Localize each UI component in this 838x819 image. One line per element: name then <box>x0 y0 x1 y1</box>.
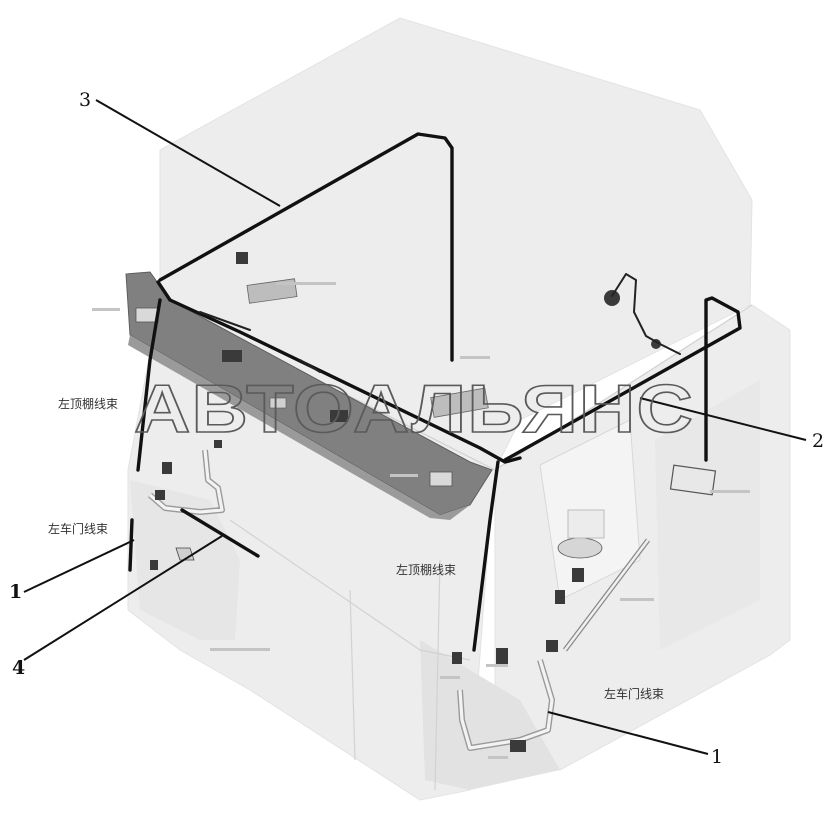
roof-harness-front <box>156 280 522 464</box>
visor-branch <box>199 311 321 373</box>
label-roof-harness-center: 左顶棚线束 <box>396 562 456 577</box>
visor-lamp-2 <box>222 350 242 362</box>
visor-lamp-3 <box>330 410 348 422</box>
faint-part-labels <box>92 282 750 759</box>
callout-4: 4 <box>12 657 25 679</box>
rear-sensor <box>604 290 620 306</box>
sensor-lead <box>611 273 681 355</box>
roof-module-center <box>430 387 489 418</box>
label-door-harness-left: 左车门线束 <box>48 521 108 536</box>
rear-harness <box>503 296 742 462</box>
marker-lamp <box>669 464 717 496</box>
leader-4 <box>23 535 223 661</box>
leader-1-right <box>547 711 709 755</box>
leader-1-left <box>23 539 135 593</box>
rear-sensor-plug <box>651 339 661 349</box>
visor-lamp-4 <box>429 471 453 487</box>
leader-3 <box>95 99 281 207</box>
harness-item-4 <box>180 508 260 558</box>
roof-components <box>135 252 717 496</box>
callout-1-left: 1 <box>9 581 22 603</box>
watermark-text: АВТОАЛЬЯНС <box>134 371 694 447</box>
visor-switch <box>269 397 287 409</box>
roof-lamp-connector <box>236 252 248 264</box>
leader-2 <box>639 397 807 441</box>
callout-2: 2 <box>812 430 824 452</box>
door-harness-left-bar <box>128 518 134 572</box>
callout-1-right: 1 <box>711 746 723 768</box>
label-door-harness-right: 左车门线束 <box>604 686 664 701</box>
callout-3: 3 <box>79 89 91 111</box>
cab-body <box>127 17 791 801</box>
roof-harness <box>158 132 454 362</box>
rear-side-panel <box>655 380 760 650</box>
visor-lamp-1 <box>135 307 159 323</box>
roof-harness-drop-right <box>472 460 500 652</box>
label-roof-harness-left: 左顶棚线束 <box>58 396 118 411</box>
roof-harness-drop-left <box>136 298 162 472</box>
